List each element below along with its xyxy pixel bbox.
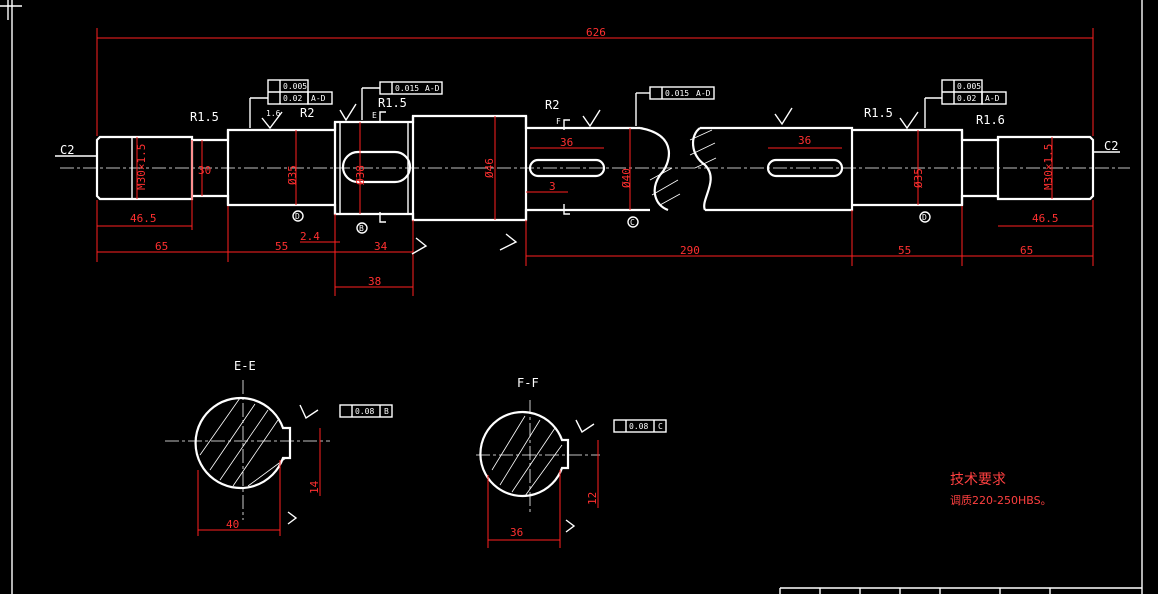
dim-keyway-offset: 2.4 xyxy=(300,230,320,243)
notes-title: 技术要求 xyxy=(950,472,1006,488)
dim-dia-left-journal: Ø35 xyxy=(286,165,299,185)
dim-gear-seat-len: 38 xyxy=(368,275,381,288)
dim-overall: 626 xyxy=(586,26,606,39)
section-ee: E-E 40 14 0.08 B xyxy=(165,359,393,536)
tolerance-frame-right: 0.005 0.02 A-D xyxy=(924,79,1007,128)
technical-notes: 技术要求 调质220-250HBS。 xyxy=(950,472,1052,507)
svg-text:A-D: A-D xyxy=(985,94,1000,103)
dim-thread-left: M30×1.5 xyxy=(135,144,148,190)
dim-step-dia: 30 xyxy=(198,164,211,177)
svg-text:0.08: 0.08 xyxy=(355,407,374,416)
svg-text:0.005: 0.005 xyxy=(283,82,307,91)
dimension-labels: 626 46.5 46.5 65 65 55 55 2.4 34 38 290 … xyxy=(130,26,1059,288)
dim-dia-key-shaft: Ø40 xyxy=(620,168,633,188)
svg-text:F: F xyxy=(556,117,561,126)
radius-r2-a: R2 xyxy=(300,106,314,120)
svg-text:D: D xyxy=(922,213,927,222)
svg-text:C: C xyxy=(658,422,663,431)
drawing-frame xyxy=(11,0,1143,594)
roughness-symbols: 1.6 xyxy=(261,103,919,255)
ff-width: 36 xyxy=(510,526,523,539)
datum-markers: D B C D xyxy=(292,210,931,234)
svg-text:A-D: A-D xyxy=(311,94,326,103)
svg-text:0.015: 0.015 xyxy=(395,84,419,93)
tolerance-frame-left: 0.005 0.02 A-D xyxy=(249,79,333,128)
radius-labels: R1.5 R2 R1.5 R2 R1.5 R1.6 C2 C2 xyxy=(55,96,1120,157)
dim-dia-collar: Ø46 xyxy=(483,158,496,178)
notes-line1: 调质220-250HBS。 xyxy=(950,494,1052,507)
dim-left-journal: 55 xyxy=(275,240,288,253)
svg-text:C: C xyxy=(630,218,635,227)
section-ff-title: F-F xyxy=(517,376,539,390)
chamfer-right: C2 xyxy=(1104,139,1118,153)
dim-key-len-right: 36 xyxy=(798,134,811,147)
ee-width: 40 xyxy=(226,518,239,531)
svg-text:B: B xyxy=(359,224,364,233)
radius-r16: R1.6 xyxy=(976,113,1005,127)
svg-text:B: B xyxy=(384,407,389,416)
dim-key-len-left: 36 xyxy=(560,136,573,149)
radius-r15-c: R1.5 xyxy=(864,106,893,120)
section-ee-title: E-E xyxy=(234,359,256,373)
tolerance-frame-center: 0.015 A-D xyxy=(361,81,443,120)
svg-text:0.08: 0.08 xyxy=(629,422,648,431)
svg-text:0.005: 0.005 xyxy=(957,82,981,91)
svg-text:1.6: 1.6 xyxy=(266,109,281,118)
dim-right-journal: 55 xyxy=(898,244,911,257)
dim-key-offset: 3 xyxy=(549,180,556,193)
radius-r15-b: R1.5 xyxy=(378,96,407,110)
dim-dia-right-journal: Ø35 xyxy=(912,168,925,188)
section-marks: E F xyxy=(372,111,570,223)
section-ff: F-F 36 12 0.08 C xyxy=(476,376,667,548)
radius-r2-b: R2 xyxy=(545,98,559,112)
dim-left-end: 65 xyxy=(155,240,168,253)
dim-dia-gear-seat: Ø38 xyxy=(354,165,367,185)
ff-depth: 12 xyxy=(586,492,599,505)
svg-text:E: E xyxy=(372,111,377,120)
dim-middle-span: 290 xyxy=(680,244,700,257)
svg-text:D: D xyxy=(295,212,300,221)
dim-thread-right: M30×1.5 xyxy=(1042,144,1055,190)
tolerance-frame-center2: 0.015 A-D xyxy=(635,86,715,126)
svg-text:0.015: 0.015 xyxy=(665,89,689,98)
svg-text:A-D: A-D xyxy=(425,84,440,93)
dim-left-thread-len: 46.5 xyxy=(130,212,157,225)
ee-depth: 14 xyxy=(308,480,321,494)
dim-right-end: 65 xyxy=(1020,244,1033,257)
radius-r15-a: R1.5 xyxy=(190,110,219,124)
dim-gear-key-len: 34 xyxy=(374,240,388,253)
svg-text:A-D: A-D xyxy=(696,89,711,98)
svg-text:0.02: 0.02 xyxy=(957,94,976,103)
cursor-crosshair xyxy=(0,0,22,20)
svg-text:0.02: 0.02 xyxy=(283,94,302,103)
dim-right-thread-len: 46.5 xyxy=(1032,212,1059,225)
chamfer-left: C2 xyxy=(60,143,74,157)
dimension-lines xyxy=(96,28,1094,296)
